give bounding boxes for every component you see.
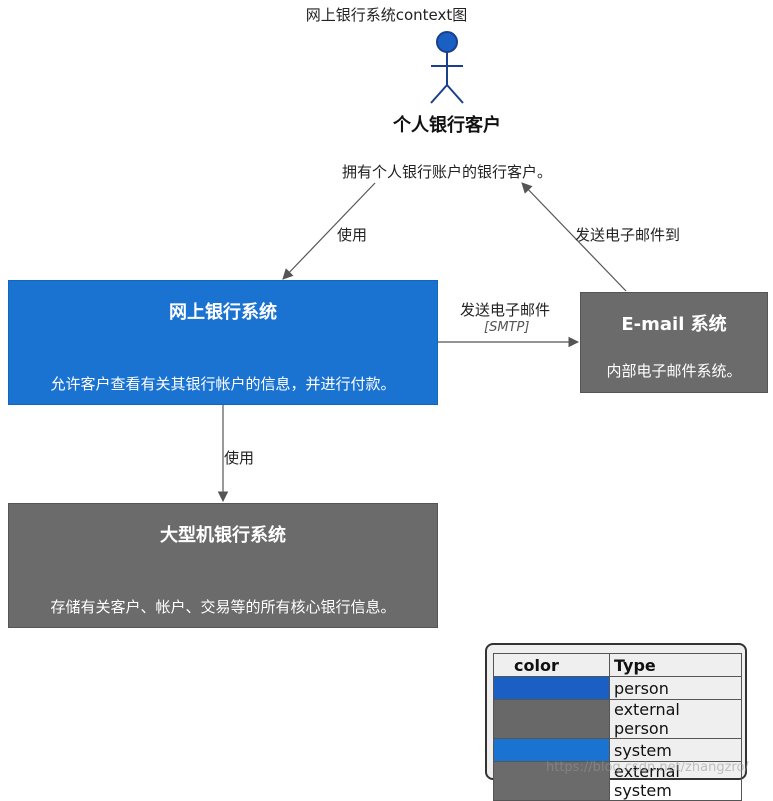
system-description: 内部电子邮件系统。: [606, 362, 742, 380]
edge-email-to-customer: [521, 182, 627, 292]
system-name: 网上银行系统: [169, 302, 277, 323]
legend-table: color Type person external person system…: [493, 653, 742, 801]
edge-label-online-to-mainframe: 使用: [224, 449, 255, 467]
system-online-banking: 网上银行系统 允许客户查看有关其银行帐户的信息，并进行付款。: [8, 280, 438, 405]
system-description: 存储有关客户、帐户、交易等的所有核心银行信息。: [50, 598, 396, 616]
edge-label-online-to-email: 发送电子邮件: [460, 301, 551, 319]
edge-label-email-to-customer: 发送电子邮件到: [575, 226, 681, 244]
legend-header-type: Type: [609, 653, 742, 677]
legend-row: system: [493, 738, 742, 762]
watermark: https://blog.csdn.net/zhangzro/: [546, 760, 749, 775]
legend-type: external system: [609, 761, 742, 801]
edge-label-customer-to-online: 使用: [337, 226, 368, 244]
legend-type: person: [609, 676, 742, 700]
legend-color-swatch: [493, 738, 610, 762]
legend-color-swatch: [493, 761, 610, 801]
legend-color-swatch: [493, 676, 610, 700]
person-icon: [430, 31, 464, 104]
person-description: 拥有个人银行账户的银行客户。: [341, 163, 552, 181]
legend-color-swatch: [493, 699, 610, 739]
system-name: 大型机银行系统: [160, 525, 286, 546]
system-description: 允许客户查看有关其银行帐户的信息，并进行付款。: [50, 375, 396, 393]
diagram-title: 网上银行系统context图: [305, 6, 468, 24]
system-email: E-mail 系统 内部电子邮件系统。: [580, 292, 768, 393]
edge-technology-online-to-email: [SMTP]: [484, 320, 530, 335]
person-name: 个人银行客户: [393, 115, 501, 136]
legend-header-row: color Type: [493, 653, 742, 677]
legend-type: external person: [609, 699, 742, 739]
legend-header-color: color: [493, 653, 610, 677]
legend: color Type person external person system…: [485, 643, 747, 801]
system-mainframe-banking: 大型机银行系统 存储有关客户、帐户、交易等的所有核心银行信息。: [8, 503, 438, 628]
system-name: E-mail 系统: [621, 314, 727, 335]
edge-customer-to-online: [282, 182, 376, 280]
legend-type: system: [609, 738, 742, 762]
legend-row: external person: [493, 699, 742, 739]
legend-row: external system: [493, 761, 742, 801]
legend-row: person: [493, 676, 742, 700]
